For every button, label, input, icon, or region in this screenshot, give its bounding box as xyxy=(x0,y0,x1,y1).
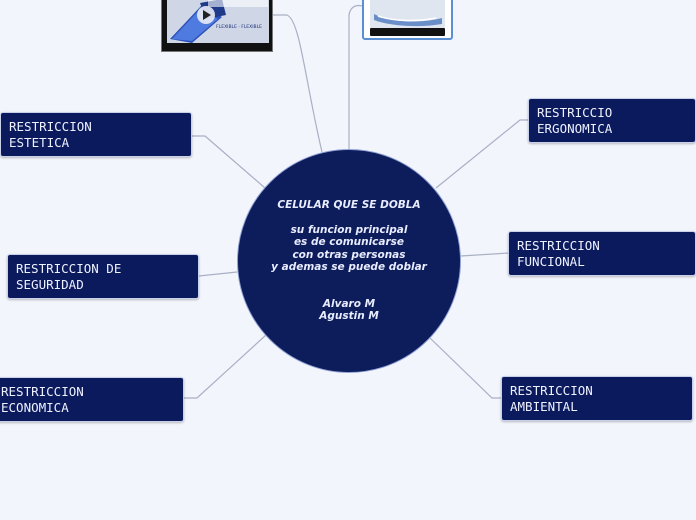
connector-ambiental xyxy=(429,337,502,399)
node-restriccion-estetica[interactable]: RESTRICCION ESTETICA xyxy=(0,112,192,157)
node-restriccion-ambiental[interactable]: RESTRICCION AMBIENTAL xyxy=(501,376,693,421)
central-topic-authors: Alvaro M Agustin M xyxy=(319,297,379,323)
connector-estetica xyxy=(192,135,266,189)
central-topic[interactable]: CELULAR QUE SE DOBLA su funcion principa… xyxy=(237,149,461,373)
folding-phone-graphic-2 xyxy=(370,0,445,36)
central-topic-title: CELULAR QUE SE DOBLA xyxy=(277,199,421,212)
node-restriccion-funcional[interactable]: RESTRICCION FUNCIONAL xyxy=(508,231,696,276)
connector-seguridad xyxy=(198,271,238,277)
connector-image-left xyxy=(272,14,323,153)
connector-image-right xyxy=(348,4,363,149)
node-restriccion-ergonomica[interactable]: RESTRICCIO ERGONOMICA xyxy=(528,98,696,143)
central-topic-description: su funcion principal es de comunicarse c… xyxy=(271,223,427,274)
connector-funcional xyxy=(460,252,510,257)
image-caption: FLEXIBLE · FLEXIBLE xyxy=(216,24,262,30)
folding-phone-graphic: FLEXIBLE · FLEXIBLE xyxy=(162,0,272,51)
connector-ergonomica xyxy=(435,119,529,189)
node-restriccion-seguridad[interactable]: RESTRICCION DE SEGURIDAD xyxy=(7,254,199,299)
phone-image-left[interactable]: FLEXIBLE · FLEXIBLE xyxy=(161,0,273,52)
phone-image-right[interactable] xyxy=(362,0,453,40)
connector-economica xyxy=(184,334,267,399)
node-restriccion-economica[interactable]: RESTRICCION ECONOMICA xyxy=(0,377,184,422)
